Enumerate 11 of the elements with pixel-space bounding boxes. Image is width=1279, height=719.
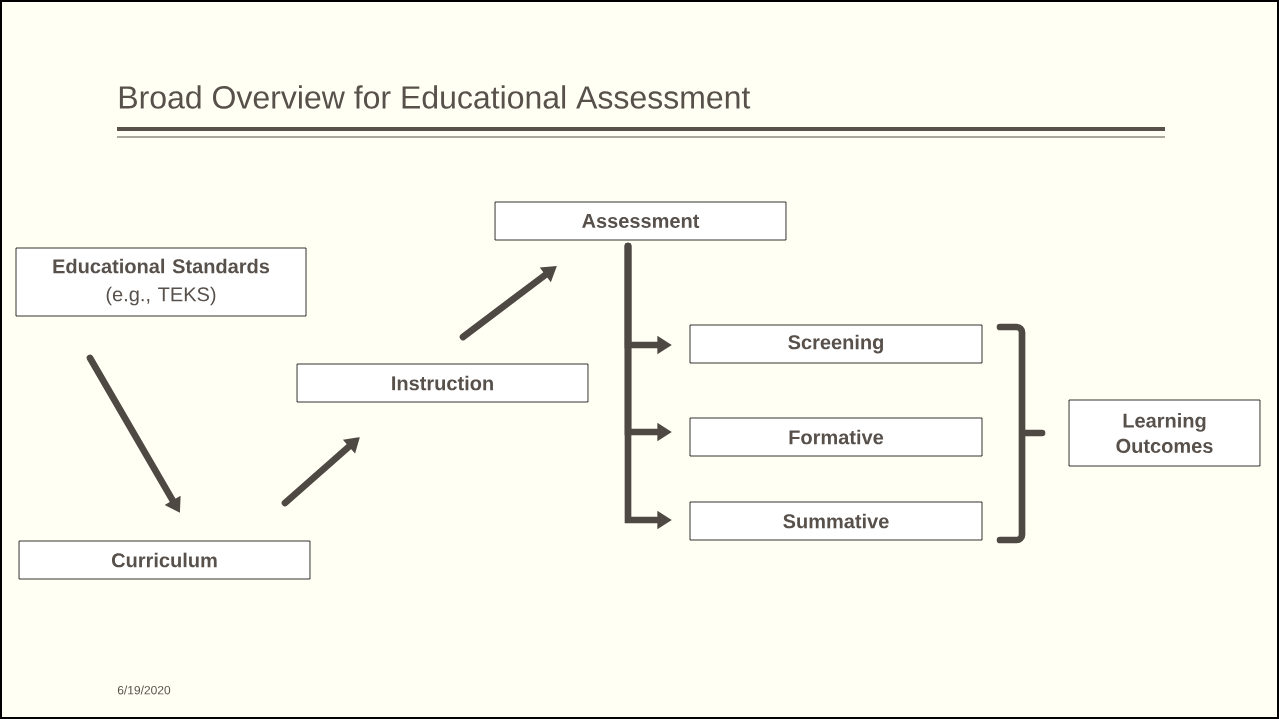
title: Broad Overview for Educational Assessment (119, 85, 751, 109)
process-box: Summative (689, 501, 983, 541)
date: 6/19/2020 (117, 685, 171, 695)
process-box: Assessment (494, 201, 787, 241)
standards-box: Educational Standards (e.g., TEKS) (15, 247, 307, 317)
process-box: Curriculum (18, 540, 311, 580)
process-box: Formative (689, 417, 983, 457)
arrow (281, 437, 360, 507)
process-box: Learning Outcomes (1068, 399, 1261, 467)
process-box: Screening (689, 324, 983, 364)
process-box: Instruction (296, 363, 589, 403)
